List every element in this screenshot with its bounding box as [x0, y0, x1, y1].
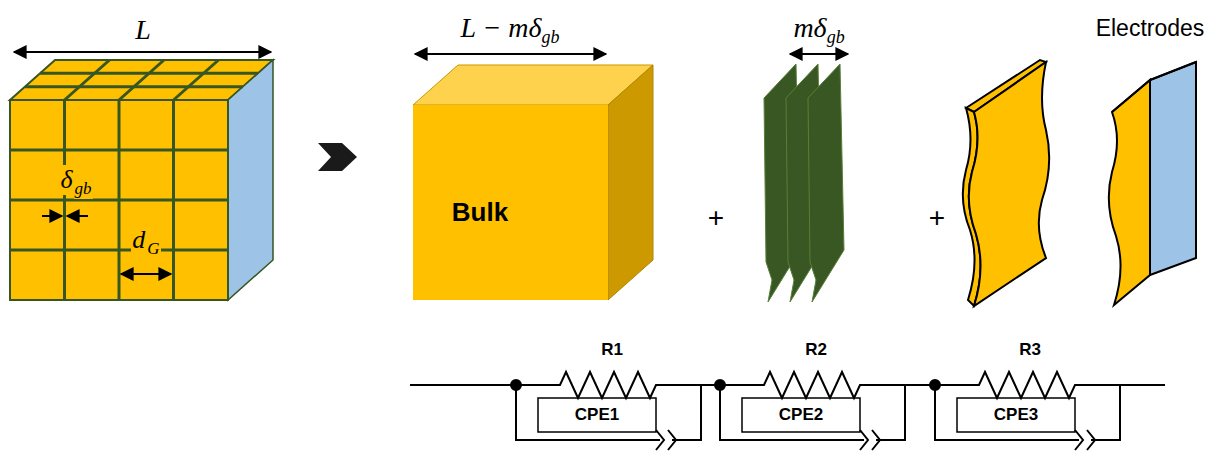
- dimension-subscript: gb: [74, 179, 93, 199]
- electrode-face: [1150, 62, 1196, 275]
- equivalent-circuit: [410, 372, 1165, 450]
- rc-block: [715, 372, 905, 450]
- dimension-arrow: [415, 53, 606, 55]
- plus-sign: +: [708, 202, 724, 234]
- cpe-box: [538, 398, 656, 432]
- component-label: CPE1: [575, 405, 619, 425]
- cube-top: [10, 60, 273, 100]
- dimension-label: δ: [59, 165, 73, 195]
- resistor-symbol: [935, 372, 1120, 398]
- grain-boundary-sheets: [764, 64, 844, 302]
- dimension-arrow: [121, 273, 171, 275]
- grain-boundaries: [10, 60, 258, 300]
- component-label: R3: [1019, 340, 1041, 360]
- plus-sign: +: [929, 202, 945, 234]
- transform-arrow: [318, 143, 357, 171]
- electrode-plate: [1109, 80, 1150, 305]
- dimension-subscript: gb: [827, 27, 845, 48]
- wire: [410, 384, 516, 386]
- dimension-arrow: [67, 215, 88, 217]
- component-label: R1: [601, 340, 623, 360]
- wire: [516, 385, 701, 440]
- dimension-label: L − mδ: [460, 12, 541, 44]
- grained-cube: [10, 52, 273, 300]
- cube-front: [10, 100, 228, 300]
- rc-block: [930, 372, 1120, 450]
- dimension-subscript: G: [146, 239, 160, 259]
- cpe-box: [742, 398, 860, 432]
- rc-block: [511, 372, 701, 450]
- electrode-edge: [1112, 62, 1196, 112]
- cpe-symbol: [860, 430, 880, 450]
- resistor-symbol: [720, 372, 905, 398]
- wire: [935, 385, 1120, 440]
- cube-front: [413, 105, 608, 300]
- bulk-block: Bulk: [444, 192, 517, 233]
- cube-side: [608, 65, 653, 300]
- resistor-symbol: [516, 372, 701, 398]
- dimension-arrow: [42, 215, 62, 217]
- dimension-label: L: [135, 14, 151, 46]
- bulk-cube: [413, 54, 653, 300]
- component-label: CPE3: [994, 405, 1038, 425]
- wire: [720, 385, 905, 440]
- wire: [1120, 384, 1165, 386]
- node-text: Bulk: [452, 197, 508, 228]
- dimension-label: d: [131, 225, 146, 255]
- component-label: R2: [805, 340, 827, 360]
- junction-dot: [715, 380, 725, 390]
- junction-dot: [511, 380, 521, 390]
- part-label: Electrodes: [1096, 15, 1205, 41]
- electrode-plate: [969, 62, 1049, 306]
- cpe-box: [957, 398, 1075, 432]
- junction-dot: [930, 380, 940, 390]
- component-label: CPE2: [779, 405, 823, 425]
- dimension-label: mδ: [793, 12, 826, 44]
- cpe-symbol: [1075, 430, 1095, 450]
- dimension-arrow: [790, 53, 848, 55]
- cpe-symbol: [656, 430, 676, 450]
- electrodes: [963, 60, 1196, 306]
- dimension-arrow: [14, 51, 271, 53]
- cube-side: [228, 60, 273, 300]
- dimension-subscript: gb: [542, 27, 560, 48]
